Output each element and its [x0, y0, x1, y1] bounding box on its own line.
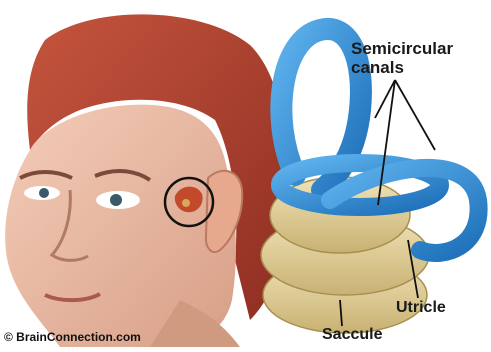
- label-semicircular-line2: canals: [351, 58, 453, 77]
- face-shape: [5, 105, 236, 347]
- inner-ear-dot: [182, 199, 190, 207]
- label-utricle: Utricle: [396, 298, 446, 317]
- pointer-semi-2: [395, 80, 435, 150]
- label-saccule: Saccule: [322, 325, 382, 344]
- credit-text: © BrainConnection.com: [4, 330, 141, 344]
- head-figure: [5, 14, 286, 347]
- label-semicircular-line1: Semicircular: [351, 39, 453, 58]
- label-semicircular-canals: Semicircular canals: [351, 39, 453, 77]
- iris-right: [110, 194, 122, 206]
- iris-left: [39, 188, 49, 198]
